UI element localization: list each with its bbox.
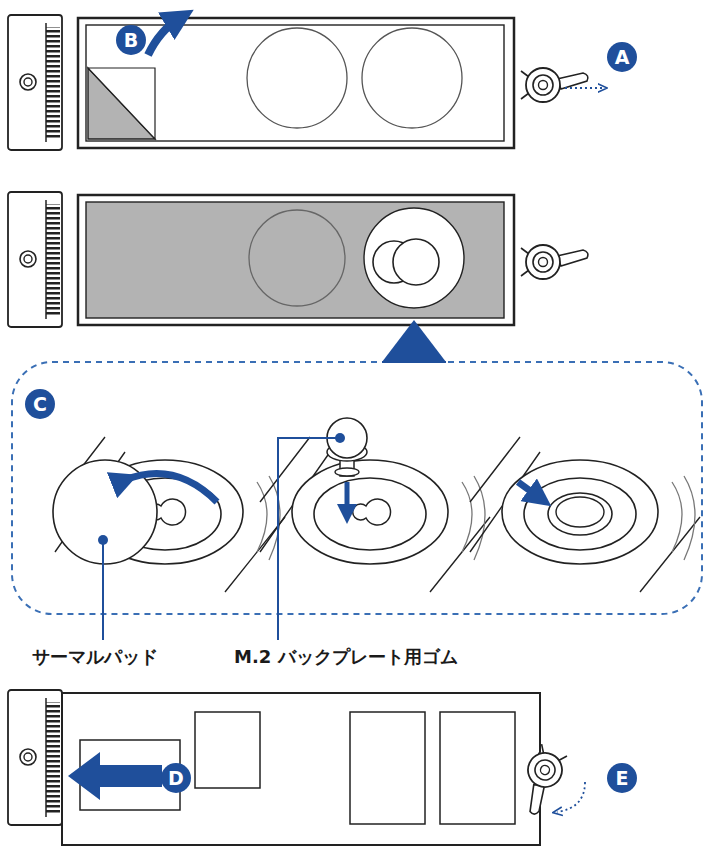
ssd-install-panel: [8, 690, 62, 825]
thermal-pad-removal: [53, 437, 285, 640]
heatsink-top-panel: [86, 25, 504, 141]
rubber-installed: [548, 493, 612, 535]
heatsink-top-panel: [8, 15, 603, 150]
part-label: サーマルパッド: [30, 646, 160, 668]
ssd-install-panel: [68, 752, 162, 800]
backplate-rubber-insert: [278, 438, 340, 640]
detail-box: [12, 362, 702, 614]
part-label: M.2 バックプレート用ゴム: [232, 646, 460, 668]
callout-letter: B: [116, 25, 146, 55]
heatsink-top-panel: [88, 68, 155, 139]
heatsink-top-panel: [565, 87, 603, 89]
ssd-install-panel: [62, 693, 540, 845]
ssd-install-panel: [511, 743, 570, 818]
heatsink-pad-removed-panel: [249, 210, 345, 306]
rubber-installed: [556, 497, 604, 527]
heatsink-pad-removed-panel: [86, 202, 504, 318]
backplate-rubber-insert: [260, 418, 490, 640]
heatsink-pad-removed-panel: [393, 239, 439, 285]
rubber-installed: [470, 437, 700, 592]
ssd-install-panel: [350, 712, 425, 824]
backplate-rubber-insert: [353, 499, 391, 525]
callout-letter: A: [607, 42, 637, 72]
heatsink-top-panel: [521, 68, 588, 102]
backplate-rubber-insert: [335, 468, 359, 476]
ssd-install-panel: [195, 712, 260, 788]
heatsink-pad-removed-panel: [521, 245, 588, 279]
heatsink-top-panel: [8, 15, 62, 150]
heatsink-top-panel: [88, 68, 155, 139]
detail-box: [12, 362, 702, 614]
ssd-install-panel: [8, 690, 585, 845]
detail-box: [382, 361, 446, 363]
heatsink-pad-removed-panel: [382, 320, 446, 362]
heatsink-pad-removed-panel: [78, 195, 514, 325]
rubber-installed: [518, 482, 540, 498]
ssd-install-panel: [440, 712, 515, 824]
heatsink-pad-removed-panel: [364, 208, 464, 308]
heatsink-top-panel: [362, 28, 462, 128]
heatsink-top-panel: [78, 18, 514, 148]
rubber-installed: [470, 437, 700, 592]
heatsink-pad-removed-panel: [8, 192, 62, 327]
ssd-install-panel: [557, 782, 585, 812]
callout-letter: D: [161, 763, 191, 793]
backplate-rubber-insert: [345, 482, 350, 514]
heatsink-pad-removed-panel: [8, 192, 588, 362]
callout-letter: E: [607, 763, 637, 793]
heatsink-top-panel: [148, 18, 180, 55]
thermal-pad-removal: [102, 540, 104, 640]
backplate-rubber-insert: [260, 437, 490, 592]
callout-letter: C: [25, 389, 55, 419]
thermal-pad-removal: [125, 474, 217, 502]
heatsink-top-panel: [247, 28, 347, 128]
